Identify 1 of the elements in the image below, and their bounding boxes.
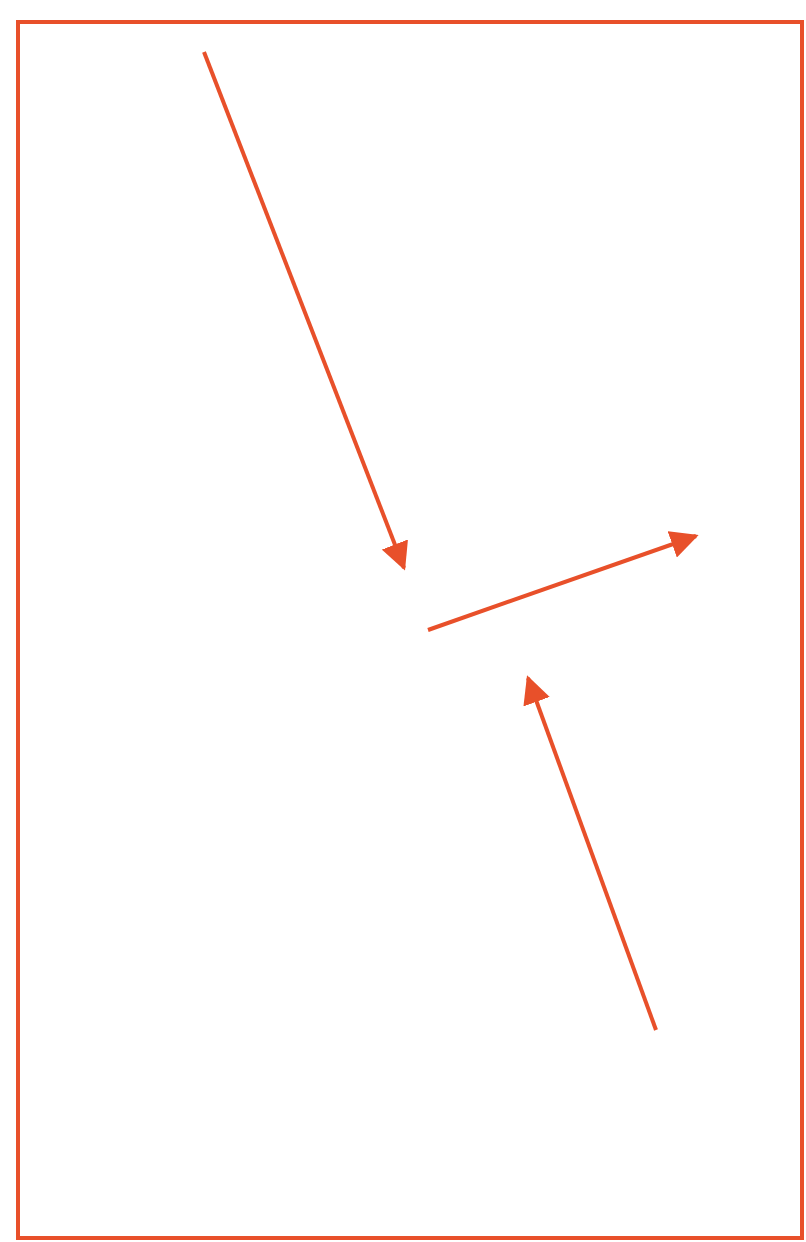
frame-box [16, 20, 804, 1240]
